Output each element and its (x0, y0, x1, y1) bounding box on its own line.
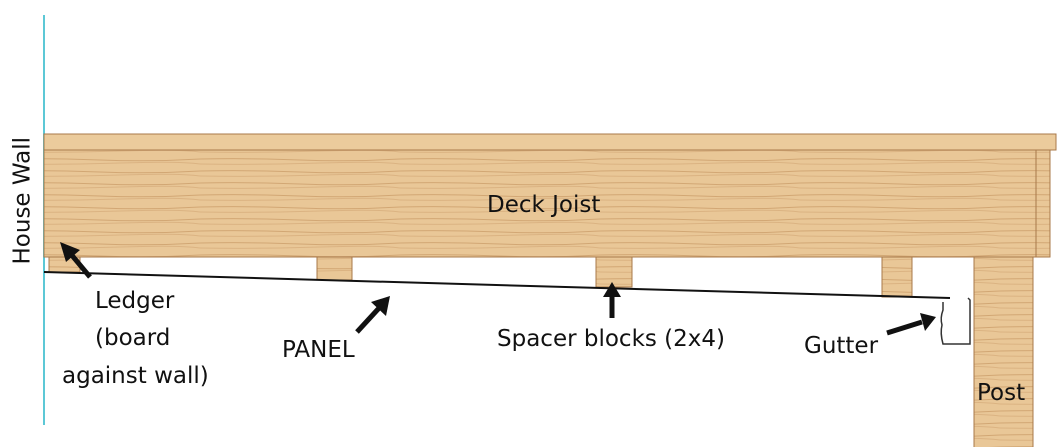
deck-joist (43, 149, 1051, 258)
panel-label: PANEL (282, 337, 355, 363)
spacer-block (595, 256, 633, 288)
arrows (60, 242, 936, 336)
post (973, 256, 1034, 447)
ledger-label: Ledger (95, 288, 175, 314)
spacer-block (881, 256, 913, 298)
gutter-shape (940, 297, 971, 345)
house-wall-label: House Wall (9, 136, 36, 265)
deck-board (43, 133, 1057, 151)
gutter-label: Gutter (804, 333, 879, 359)
spacer-block (316, 256, 353, 281)
panel-arrow (355, 305, 382, 334)
spacer-blocks-label: Spacer blocks (2x4) (497, 326, 726, 352)
ledger-label-line3: against wall) (62, 363, 209, 389)
deck-joist-label: Deck Joist (487, 192, 601, 218)
ledger-arrow (68, 251, 92, 279)
ledger-label-line2: (board (95, 325, 171, 351)
gutter-arrow (886, 319, 923, 336)
post-label: Post (977, 380, 1026, 406)
panel-line (43, 271, 951, 299)
